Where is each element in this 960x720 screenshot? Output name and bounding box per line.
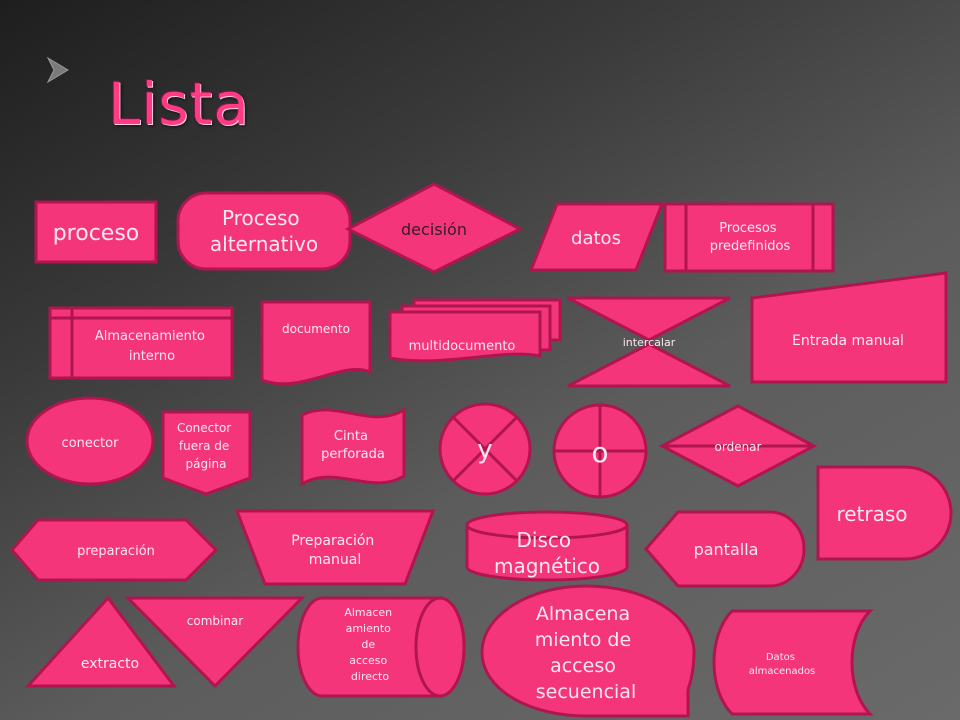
shape-preparacion: preparación bbox=[10, 518, 219, 582]
label-retraso: retraso bbox=[836, 502, 907, 526]
label-almacenamiento-interno: Almacenamiento interno bbox=[95, 329, 209, 364]
shape-almacenamiento-acceso-directo: Almacen amiento de acceso directo bbox=[296, 596, 466, 698]
shape-conector: conector bbox=[25, 396, 155, 486]
label-disco-magnetico: Disco magnético bbox=[494, 528, 600, 578]
label-extracto: extracto bbox=[81, 656, 139, 672]
label-preparacion-manual: Preparación manual bbox=[291, 533, 379, 568]
label-y: y bbox=[477, 435, 492, 465]
label-conector-fuera-pagina: Conector fuera de página bbox=[177, 421, 235, 471]
shape-preparacion-manual: Preparación manual bbox=[234, 509, 436, 586]
shape-o: o bbox=[552, 403, 648, 499]
label-entrada-manual: Entrada manual bbox=[792, 333, 904, 349]
shape-documento: documento bbox=[260, 300, 372, 386]
label-intercalar: intercalar bbox=[623, 336, 676, 349]
label-pantalla: pantalla bbox=[694, 540, 759, 559]
shape-decision: decisión bbox=[344, 182, 524, 274]
label-ordenar: ordenar bbox=[715, 440, 762, 454]
shape-almacenamiento-acceso-secuencial: Almacena miento de acceso secuencial bbox=[480, 584, 696, 718]
label-cinta-perforada: Cinta perforada bbox=[321, 429, 385, 462]
shape-extracto: extracto bbox=[24, 595, 177, 688]
shape-ordenar: ordenar bbox=[658, 404, 818, 488]
shape-proceso-alternativo: Proceso alternativo bbox=[176, 191, 352, 271]
shape-conector-fuera-pagina: Conector fuera de página bbox=[161, 410, 252, 496]
shape-procesos-predefinidos: Procesos predefinidos bbox=[663, 202, 835, 273]
label-decision: decisión bbox=[401, 220, 467, 239]
shape-intercalar: intercalar bbox=[567, 296, 731, 388]
label-datos-almacenados: Datos almacenados bbox=[749, 652, 816, 677]
shape-combinar: combinar bbox=[124, 596, 306, 689]
shape-multidocumento: multidocumento bbox=[388, 298, 562, 363]
shape-entrada-manual: Entrada manual bbox=[750, 271, 948, 384]
label-proceso: proceso bbox=[53, 221, 140, 246]
label-o: o bbox=[591, 436, 608, 469]
label-multidocumento: multidocumento bbox=[409, 339, 516, 354]
shape-almacenamiento-interno: Almacenamiento interno bbox=[48, 306, 234, 380]
label-almacenamiento-acceso-directo: Almacen amiento de acceso directo bbox=[344, 606, 395, 683]
bullet-arrow-icon bbox=[46, 56, 69, 84]
label-preparacion: preparación bbox=[77, 544, 155, 559]
shape-cinta-perforada: Cinta perforada bbox=[300, 407, 406, 487]
shape-proceso: proceso bbox=[34, 200, 158, 264]
shape-disco-magnetico: Disco magnético bbox=[465, 510, 629, 582]
label-proceso-alternativo: Proceso alternativo bbox=[210, 206, 318, 256]
shape-datos: datos bbox=[528, 202, 665, 272]
label-combinar: combinar bbox=[187, 614, 244, 628]
label-datos: datos bbox=[571, 228, 621, 249]
shape-retraso: retraso bbox=[816, 465, 953, 561]
shape-datos-almacenados: Datos almacenados bbox=[712, 609, 874, 716]
shape-y: y bbox=[438, 402, 532, 496]
shape-pantalla: pantalla bbox=[644, 510, 806, 588]
label-conector: conector bbox=[62, 436, 120, 451]
slide-title: Lista bbox=[108, 70, 250, 138]
label-almacenamiento-acceso-secuencial: Almacena miento de acceso secuencial bbox=[535, 603, 637, 703]
label-procesos-predefinidos: Procesos predefinidos bbox=[710, 221, 791, 254]
label-documento: documento bbox=[282, 322, 350, 336]
